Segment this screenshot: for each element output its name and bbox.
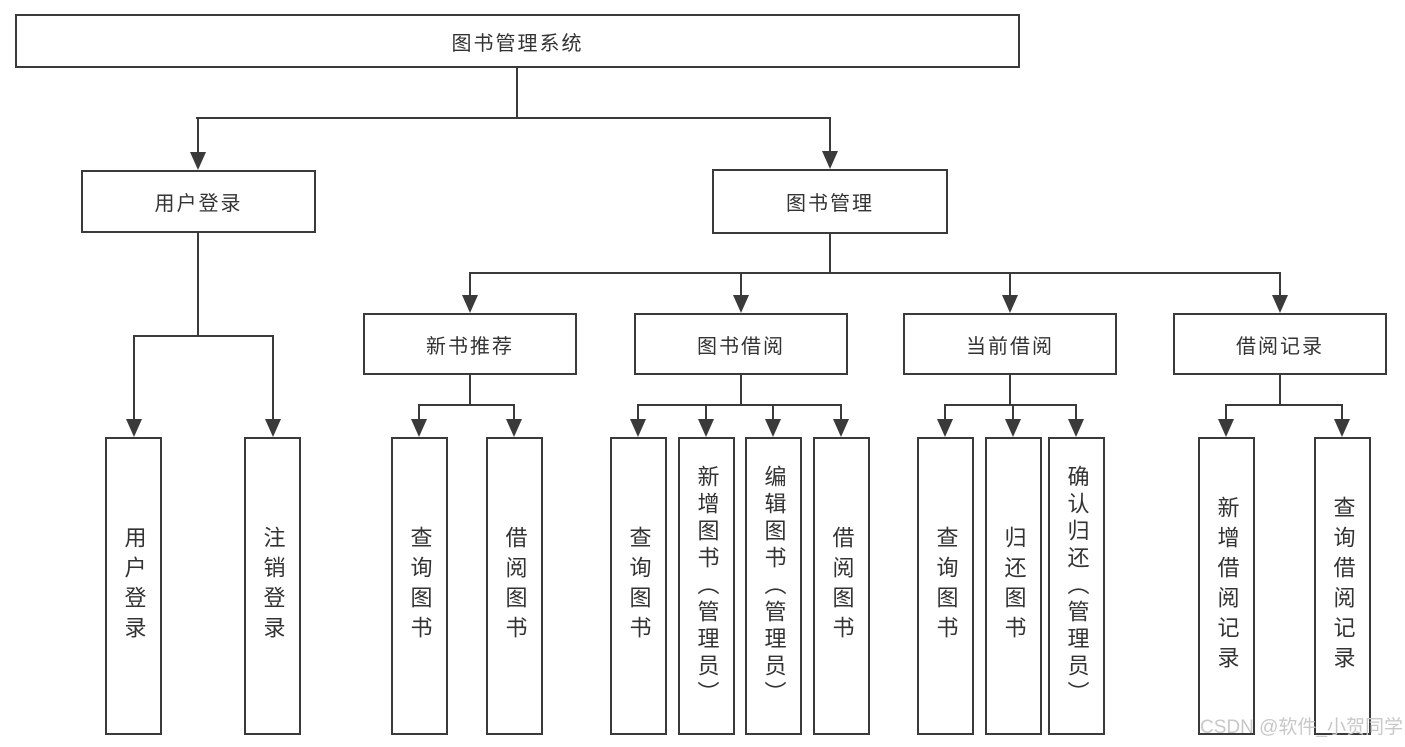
connector-book-management-rail bbox=[469, 272, 1281, 274]
connector-current-stem bbox=[1009, 373, 1011, 406]
leaf-label: 注销登录 bbox=[260, 526, 286, 646]
arrow-down-icon bbox=[126, 335, 142, 437]
csdn-watermark: CSDN @软件_小贺同学 bbox=[1200, 717, 1403, 738]
connector-current-rail bbox=[944, 404, 1077, 406]
leaf-user-login: 用户登录 bbox=[105, 437, 162, 735]
leaf-label: 新增借阅记录 bbox=[1214, 496, 1240, 676]
leaf-query-books-borrowing: 查询图书 bbox=[610, 437, 667, 735]
node-book-management: 图书管理 bbox=[712, 169, 948, 234]
connector-root-rail bbox=[196, 117, 830, 119]
node-book-borrowing: 图书借阅 bbox=[634, 313, 848, 375]
arrow-down-icon bbox=[765, 404, 781, 437]
leaf-query-books-current: 查询图书 bbox=[917, 437, 974, 735]
leaf-query-borrow-record: 查询借阅记录 bbox=[1314, 437, 1371, 735]
leaf-label: 归还图书 bbox=[1001, 526, 1027, 646]
leaf-logout-login: 注销登录 bbox=[244, 437, 301, 735]
arrow-down-icon bbox=[411, 404, 427, 437]
leaf-label: 确认归还（管理员） bbox=[1064, 464, 1090, 708]
leaf-borrow-books: 借阅图书 bbox=[813, 437, 870, 735]
connector-user-login-rail bbox=[133, 335, 274, 337]
leaf-add-books-admin: 新增图书（管理员） bbox=[678, 437, 735, 735]
leaf-edit-books-admin: 编辑图书（管理员） bbox=[745, 437, 802, 735]
arrow-down-icon bbox=[462, 272, 478, 313]
leaf-label: 用户登录 bbox=[121, 526, 147, 646]
leaf-label: 查询图书 bbox=[407, 526, 433, 646]
connector-recommend-stem bbox=[469, 373, 471, 406]
arrow-down-icon bbox=[733, 272, 749, 313]
node-borrow-records: 借阅记录 bbox=[1173, 313, 1387, 375]
node-user-login: 用户登录 bbox=[81, 170, 316, 233]
arrow-down-icon bbox=[1218, 404, 1234, 437]
arrow-down-icon bbox=[1005, 404, 1021, 437]
leaf-borrow-books-recommend: 借阅图书 bbox=[486, 437, 543, 735]
node-new-book-recommend: 新书推荐 bbox=[363, 313, 577, 375]
connector-records-stem bbox=[1279, 373, 1281, 406]
leaf-label: 借阅图书 bbox=[829, 526, 855, 646]
connector-root-stem bbox=[516, 66, 518, 119]
connector-borrowing-stem bbox=[740, 373, 742, 406]
connector-user-login-stem bbox=[197, 231, 199, 337]
node-root-library-system: 图书管理系统 bbox=[15, 14, 1020, 68]
leaf-label: 借阅图书 bbox=[502, 526, 528, 646]
arrow-down-icon bbox=[1002, 272, 1018, 313]
leaf-query-books-recommend: 查询图书 bbox=[391, 437, 448, 735]
leaf-label: 编辑图书（管理员） bbox=[761, 464, 787, 708]
leaf-label: 新增图书（管理员） bbox=[694, 464, 720, 708]
arrow-down-icon bbox=[937, 404, 953, 437]
arrow-down-icon bbox=[1334, 404, 1350, 437]
connector-records-rail bbox=[1225, 404, 1342, 406]
connector-book-management-stem bbox=[829, 232, 831, 274]
arrow-down-icon bbox=[1272, 272, 1288, 313]
arrow-down-icon bbox=[833, 404, 849, 437]
arrow-down-icon bbox=[190, 117, 206, 170]
arrow-down-icon bbox=[822, 117, 838, 169]
arrow-down-icon bbox=[1068, 404, 1084, 437]
connector-recommend-rail bbox=[418, 404, 515, 406]
arrow-down-icon bbox=[506, 404, 522, 437]
node-current-borrowing: 当前借阅 bbox=[903, 313, 1117, 375]
arrow-down-icon bbox=[265, 335, 281, 437]
leaf-add-borrow-record: 新增借阅记录 bbox=[1198, 437, 1255, 735]
arrow-down-icon bbox=[698, 404, 714, 437]
arrow-down-icon bbox=[630, 404, 646, 437]
leaf-label: 查询借阅记录 bbox=[1330, 496, 1356, 676]
connector-borrowing-rail bbox=[637, 404, 842, 406]
leaf-label: 查询图书 bbox=[626, 526, 652, 646]
leaf-label: 查询图书 bbox=[933, 526, 959, 646]
leaf-confirm-return-admin: 确认归还（管理员） bbox=[1048, 437, 1105, 735]
leaf-return-books: 归还图书 bbox=[985, 437, 1042, 735]
